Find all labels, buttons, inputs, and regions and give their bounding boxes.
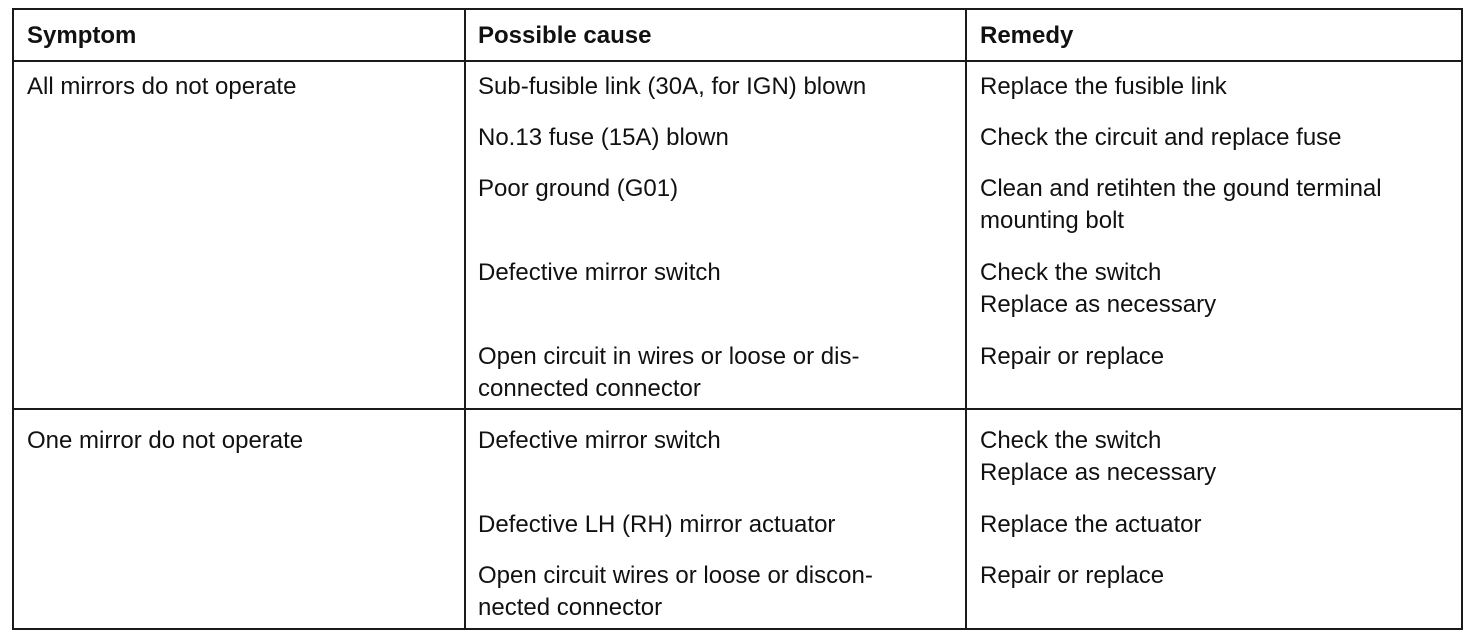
cause-cell: Defective LH (RH) mirror actuator — [478, 509, 835, 541]
cause-line: No.13 fuse (15A) blown — [478, 124, 729, 151]
column-divider — [464, 10, 466, 628]
remedy-line: Check the switch — [980, 259, 1162, 286]
header-divider — [14, 60, 1461, 62]
remedy-cell: Replace the fusible link — [980, 71, 1227, 103]
remedy-line: Repair or replace — [980, 562, 1165, 589]
remedy-cell: Check the switch Replace as necessary — [980, 425, 1216, 489]
remedy-cell: Repair or replace — [980, 560, 1164, 592]
symptom-cell: All mirrors do not operate — [27, 73, 297, 100]
header-symptom: Symptom — [27, 22, 137, 49]
remedy-line: Replace the fusible link — [980, 73, 1227, 100]
cause-line: Open circuit in wires or loose or dis- — [478, 343, 860, 370]
remedy-cell: Replace the actuator — [980, 509, 1201, 541]
header-possible-cause: Possible cause — [478, 22, 652, 49]
cause-line: Defective mirror switch — [478, 259, 721, 286]
cause-cell: Sub-fusible link (30A, for IGN) blown — [478, 71, 866, 103]
remedy-cell: Check the switch Replace as necessary — [980, 257, 1216, 321]
troubleshooting-table: Symptom Possible cause Remedy All mirror… — [12, 8, 1463, 630]
group-divider — [14, 408, 1461, 410]
cause-line: connected connector — [478, 375, 701, 402]
cause-cell: Open circuit in wires or loose or dis- c… — [478, 341, 859, 405]
remedy-line: Replace as necessary — [980, 459, 1217, 486]
header-remedy: Remedy — [980, 22, 1074, 49]
remedy-line: Clean and retihten the gound terminal — [980, 175, 1382, 202]
remedy-cell: Clean and retihten the gound terminal mo… — [980, 173, 1382, 237]
remedy-line: Repair or replace — [980, 343, 1165, 370]
remedy-line: Replace as necessary — [980, 291, 1217, 318]
remedy-line: Replace the actuator — [980, 511, 1202, 538]
remedy-cell: Check the circuit and replace fuse — [980, 122, 1342, 154]
cause-cell: Defective mirror switch — [478, 257, 721, 289]
cause-cell: Open circuit wires or loose or discon- n… — [478, 560, 873, 624]
remedy-cell: Repair or replace — [980, 341, 1164, 373]
cause-line: Defective LH (RH) mirror actuator — [478, 511, 836, 538]
remedy-line: Check the circuit and replace fuse — [980, 124, 1342, 151]
remedy-line: mounting bolt — [980, 207, 1125, 234]
cause-cell: Defective mirror switch — [478, 425, 721, 457]
cause-line: Open circuit wires or loose or discon- — [478, 562, 873, 589]
cause-line: Defective mirror switch — [478, 427, 721, 454]
remedy-line: Check the switch — [980, 427, 1162, 454]
cause-line: Sub-fusible link (30A, for IGN) blown — [478, 73, 867, 100]
cause-line: nected connector — [478, 594, 663, 621]
cause-cell: No.13 fuse (15A) blown — [478, 122, 729, 154]
cause-cell: Poor ground (G01) — [478, 173, 678, 205]
symptom-cell: One mirror do not operate — [27, 427, 304, 454]
column-divider — [965, 10, 967, 628]
cause-line: Poor ground (G01) — [478, 175, 679, 202]
